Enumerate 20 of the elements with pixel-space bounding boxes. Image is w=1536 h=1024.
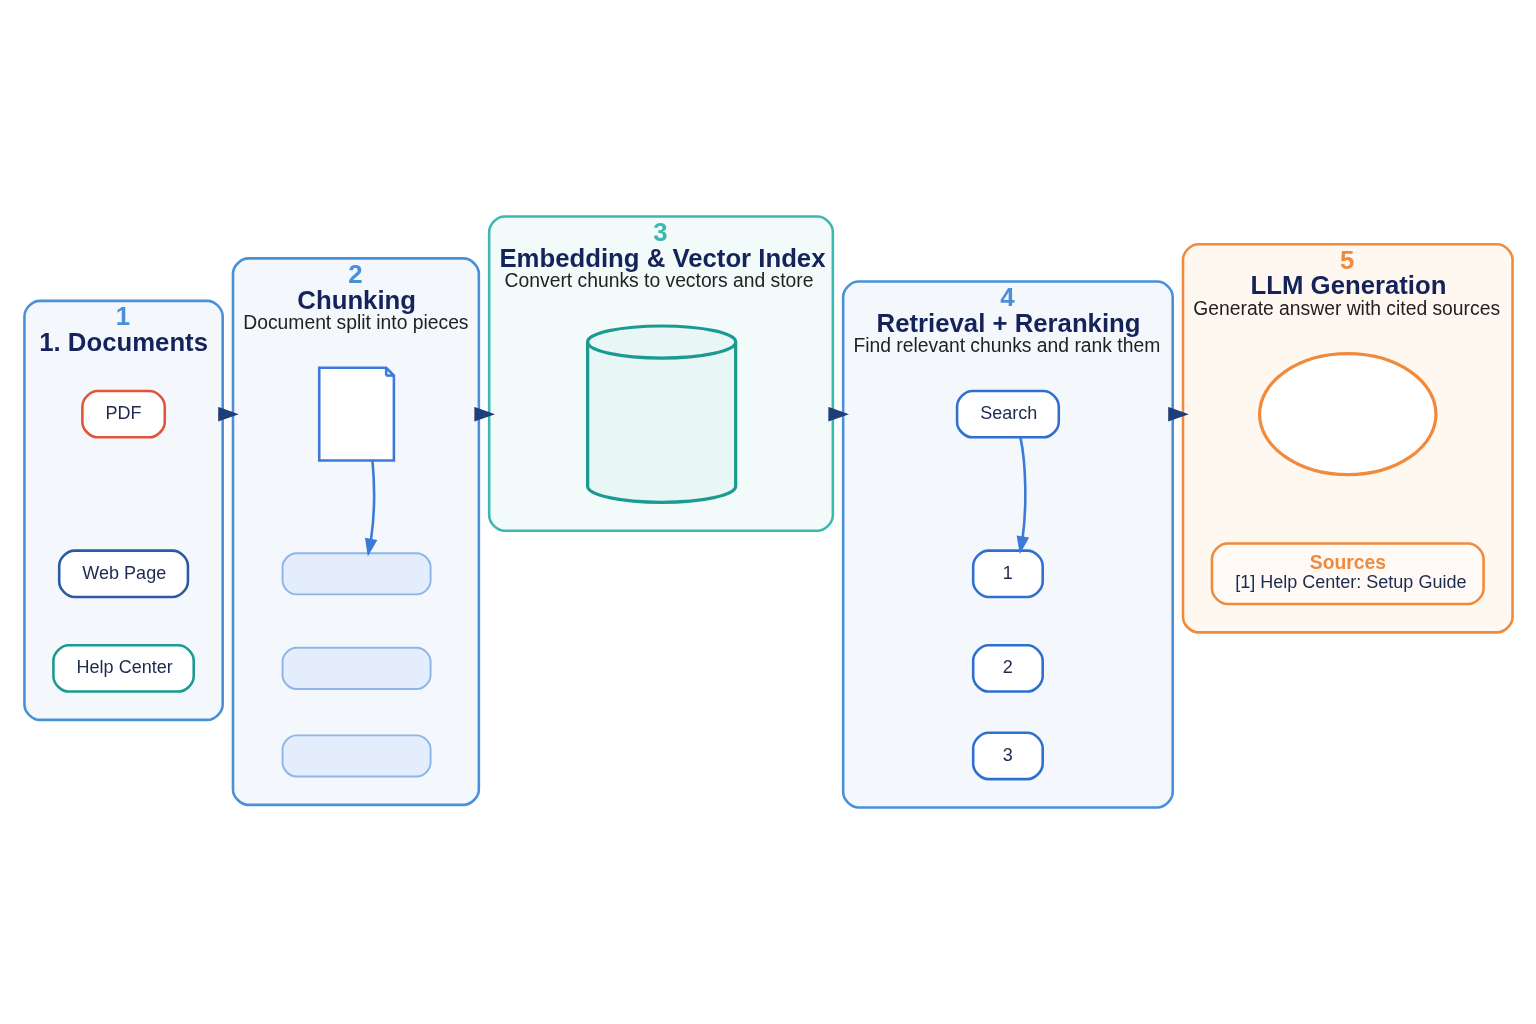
arrow [217, 406, 239, 422]
cluster: 3 Embedding & Vector Index Convert chunks to vectors and store [487, 215, 834, 532]
arrow [1167, 406, 1189, 422]
node-bubble [1257, 352, 1438, 477]
cluster: 2 Chunking Document split into pieces [231, 257, 480, 807]
node-box: 2 [971, 643, 1044, 693]
arrow [364, 460, 377, 557]
node-box [281, 734, 432, 778]
node-box: Sources [1] Help Center: Setup Guide [1210, 542, 1485, 606]
node-box [281, 552, 432, 596]
arrow [473, 406, 495, 422]
node-box: Help Center [51, 643, 195, 693]
node-box: Search [955, 389, 1060, 439]
arrow [827, 406, 849, 422]
node-box [281, 646, 432, 690]
node-box: Web Page [57, 549, 189, 599]
arrow [1016, 437, 1029, 555]
node-box: 3 [971, 731, 1044, 781]
node-box: PDF [80, 389, 166, 439]
node-box: 1 [971, 549, 1044, 599]
